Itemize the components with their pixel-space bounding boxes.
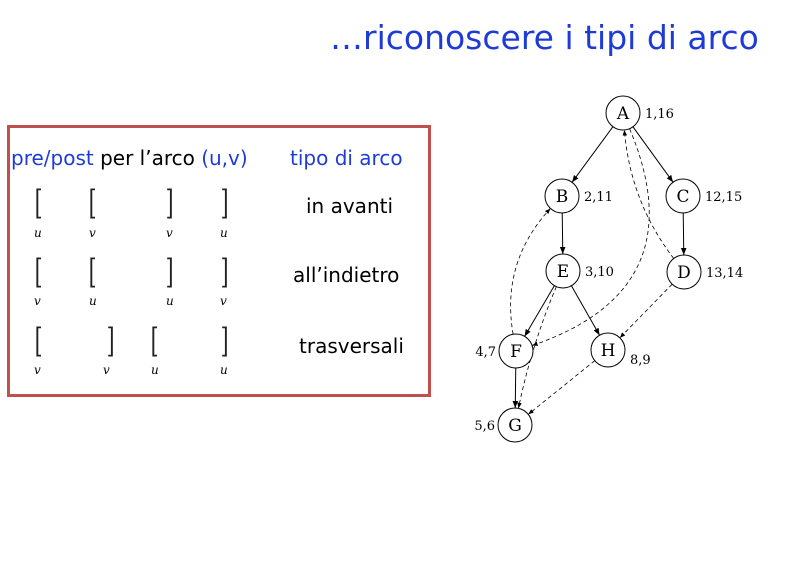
bracket: ] bbox=[106, 321, 115, 361]
uv-label: (u,v) bbox=[201, 146, 248, 170]
node-label-B: B bbox=[556, 187, 569, 207]
var-label: u bbox=[220, 226, 228, 240]
var-label: u bbox=[89, 294, 97, 308]
per-arco-label: per l’arco bbox=[100, 146, 195, 170]
node-times-A: 1,16 bbox=[645, 107, 674, 122]
node-A bbox=[605, 95, 641, 131]
node-times-E: 3,10 bbox=[585, 265, 614, 280]
node-times-G: 5,6 bbox=[474, 419, 495, 434]
node-G bbox=[497, 407, 533, 443]
node-times-D: 13,14 bbox=[706, 266, 743, 281]
tree-edge-F-G bbox=[512, 367, 519, 409]
var-label: v bbox=[34, 294, 41, 308]
bracket: [ bbox=[34, 252, 43, 292]
row-label-forward: in avanti bbox=[306, 194, 394, 218]
bracket: ] bbox=[165, 252, 174, 292]
tree-edge-E-H bbox=[570, 285, 601, 336]
node-times-C: 12,15 bbox=[705, 190, 742, 205]
var-label: u bbox=[151, 363, 159, 377]
bracket: [ bbox=[88, 252, 97, 292]
dashed-edge-E-G bbox=[517, 286, 557, 409]
bracket: [ bbox=[34, 183, 43, 223]
node-label-D: D bbox=[677, 263, 691, 283]
node-times-B: 2,11 bbox=[584, 190, 613, 205]
node-label-F: F bbox=[510, 342, 522, 362]
row-label-cross: trasversali bbox=[299, 334, 404, 358]
table-header-type: tipo di arco bbox=[290, 146, 403, 170]
node-label-E: E bbox=[557, 262, 569, 282]
var-label: v bbox=[166, 226, 173, 240]
tree-edge-C-D bbox=[680, 212, 687, 256]
edge-classification-box bbox=[7, 125, 431, 397]
node-H bbox=[590, 332, 626, 368]
node-label-G: G bbox=[508, 416, 522, 436]
node-label-C: C bbox=[676, 187, 689, 207]
tree-edge-B-E bbox=[559, 212, 566, 255]
dashed-edge-D-H bbox=[619, 283, 673, 339]
var-label: v bbox=[89, 226, 96, 240]
bracket: [ bbox=[88, 183, 97, 223]
bracket: ] bbox=[220, 252, 229, 292]
node-times-F: 4,7 bbox=[475, 345, 496, 360]
node-label-A: A bbox=[616, 104, 630, 124]
bracket: [ bbox=[34, 321, 43, 361]
tree-edge-E-F bbox=[524, 285, 555, 337]
node-D bbox=[666, 254, 702, 290]
node-C bbox=[665, 178, 701, 214]
dashed-edge-F-B bbox=[510, 208, 551, 335]
bracket: [ bbox=[150, 321, 159, 361]
var-label: u bbox=[34, 226, 42, 240]
bracket: ] bbox=[220, 321, 229, 361]
node-times-H: 8,9 bbox=[630, 353, 651, 368]
table-header-prepost: pre/post per l’arco (u,v) bbox=[11, 146, 248, 170]
prepost-label: pre/post bbox=[11, 146, 94, 170]
var-label: v bbox=[220, 294, 227, 308]
node-F bbox=[498, 333, 534, 369]
dashed-edge-D-A bbox=[622, 129, 675, 259]
var-label: u bbox=[220, 363, 228, 377]
node-E bbox=[545, 253, 581, 289]
dashed-edge-H-G bbox=[527, 360, 596, 415]
node-B bbox=[544, 178, 580, 214]
dashed-edge-A-F bbox=[531, 128, 650, 346]
tree-edge-A-B bbox=[571, 126, 614, 183]
node-label-H: H bbox=[601, 341, 616, 361]
bracket: ] bbox=[165, 183, 174, 223]
var-label: u bbox=[166, 294, 174, 308]
var-label: v bbox=[34, 363, 41, 377]
var-label: v bbox=[103, 363, 110, 377]
bracket: ] bbox=[220, 183, 229, 223]
tree-edge-A-C bbox=[632, 126, 674, 183]
row-label-backward: all’indietro bbox=[293, 263, 400, 287]
page-title: …riconoscere i tipi di arco bbox=[330, 18, 759, 57]
